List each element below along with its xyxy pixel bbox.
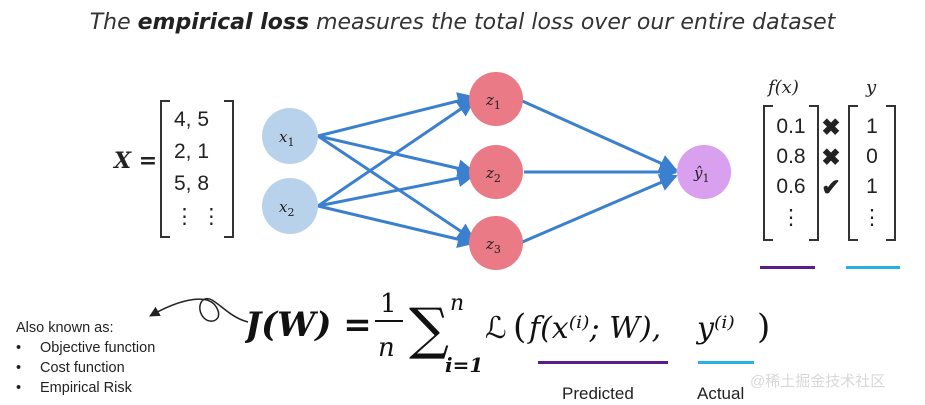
edge-z3-y [519,174,678,245]
node-label-z2: z2 [485,164,501,185]
formula-sum-lower: i=1 [445,353,483,377]
fx-value: ⋮ [780,206,802,229]
predicted-label: Predicted [562,384,634,403]
input-node-x1 [262,108,318,164]
fx-value: 0.8 [776,145,806,168]
formula-close-paren: ) [757,307,770,347]
x-matrix-row: 4, 5 [174,108,210,131]
hidden-node-z2 [469,145,523,199]
check-mark-icon: ✔ [821,174,841,200]
also-known-item: •Cost function [16,360,125,376]
node-label-yhat: ŷ1 [693,164,709,185]
formula-open-paren: ( [513,307,526,347]
edge-z1-y [519,98,678,172]
wrong-mark-icon: ✖ [821,114,841,140]
edge-x2-z1 [317,98,476,208]
node-label-z3: z3 [485,235,501,256]
formula-predicted-term: f(x⁽ⁱ⁾; W), [527,311,661,346]
also-known-item: •Objective function [16,340,156,356]
fx-column: 0.1 0.8 0.6 ⋮ [763,105,819,241]
x-matrix-label: X = [114,148,158,174]
actual-underline [698,361,754,364]
hidden-node-z3 [469,216,523,270]
watermark-text: @稀土掘金技术社区 [750,373,886,390]
y-value: 1 [866,115,878,138]
y-column: 1 0 1 ⋮ [848,105,896,241]
x-matrix-row: 5, 8 [174,172,210,195]
also-known-heading: Also known as: [16,320,114,336]
fx-value: 0.6 [776,175,806,198]
also-known-item: •Empirical Risk [16,380,132,396]
edge-x1-z3 [317,134,476,242]
node-label-z1: z1 [485,91,501,112]
formula-actual-term: y⁽ⁱ⁾ [695,311,735,346]
fx-column-header: f(x) [768,77,799,98]
edge-x2-z2 [317,169,476,208]
actual-label: Actual [697,384,745,403]
x-matrix-row: ⋮ ⋮ [174,205,222,228]
node-label-x2: x2 [279,198,294,219]
formula-frac-num: 1 [380,289,397,319]
formula-lhs: J(W) = [245,305,372,345]
fx-value: 0.1 [776,115,806,138]
formula-frac-den: n [378,333,395,363]
hidden-node-z1 [469,72,523,126]
wrong-mark-icon: ✖ [821,144,841,170]
formula-sum-upper: n [450,291,464,316]
edge-x1-z1 [317,92,476,138]
y-underline [846,266,900,269]
slide-title: The empirical loss measures the total lo… [89,10,836,35]
edge-x2-z3 [317,204,476,249]
y-column-header: y [866,77,877,98]
x-matrix: 4, 5 2, 1 5, 8 ⋮ ⋮ [160,100,234,238]
formula-sum-symbol: ∑ [409,297,449,362]
input-node-x2 [262,178,318,234]
y-value: ⋮ [861,206,883,229]
fx-underline [760,266,815,269]
node-label-x1: x1 [279,128,294,149]
output-node-yhat [677,145,731,199]
y-value: 1 [866,175,878,198]
predicted-underline [538,361,668,364]
squiggle-arrow [149,297,249,323]
also-known-list: Also known as: •Objective function •Cost… [16,320,155,400]
formula-loss-symbol: ℒ [485,311,507,346]
x-matrix-row: 2, 1 [174,140,210,163]
y-value: 0 [866,145,878,168]
empirical-loss-formula: J(W) = 1 n ∑ n i=1 ℒ ( f(x⁽ⁱ⁾; W), y⁽ⁱ⁾ … [245,289,770,377]
